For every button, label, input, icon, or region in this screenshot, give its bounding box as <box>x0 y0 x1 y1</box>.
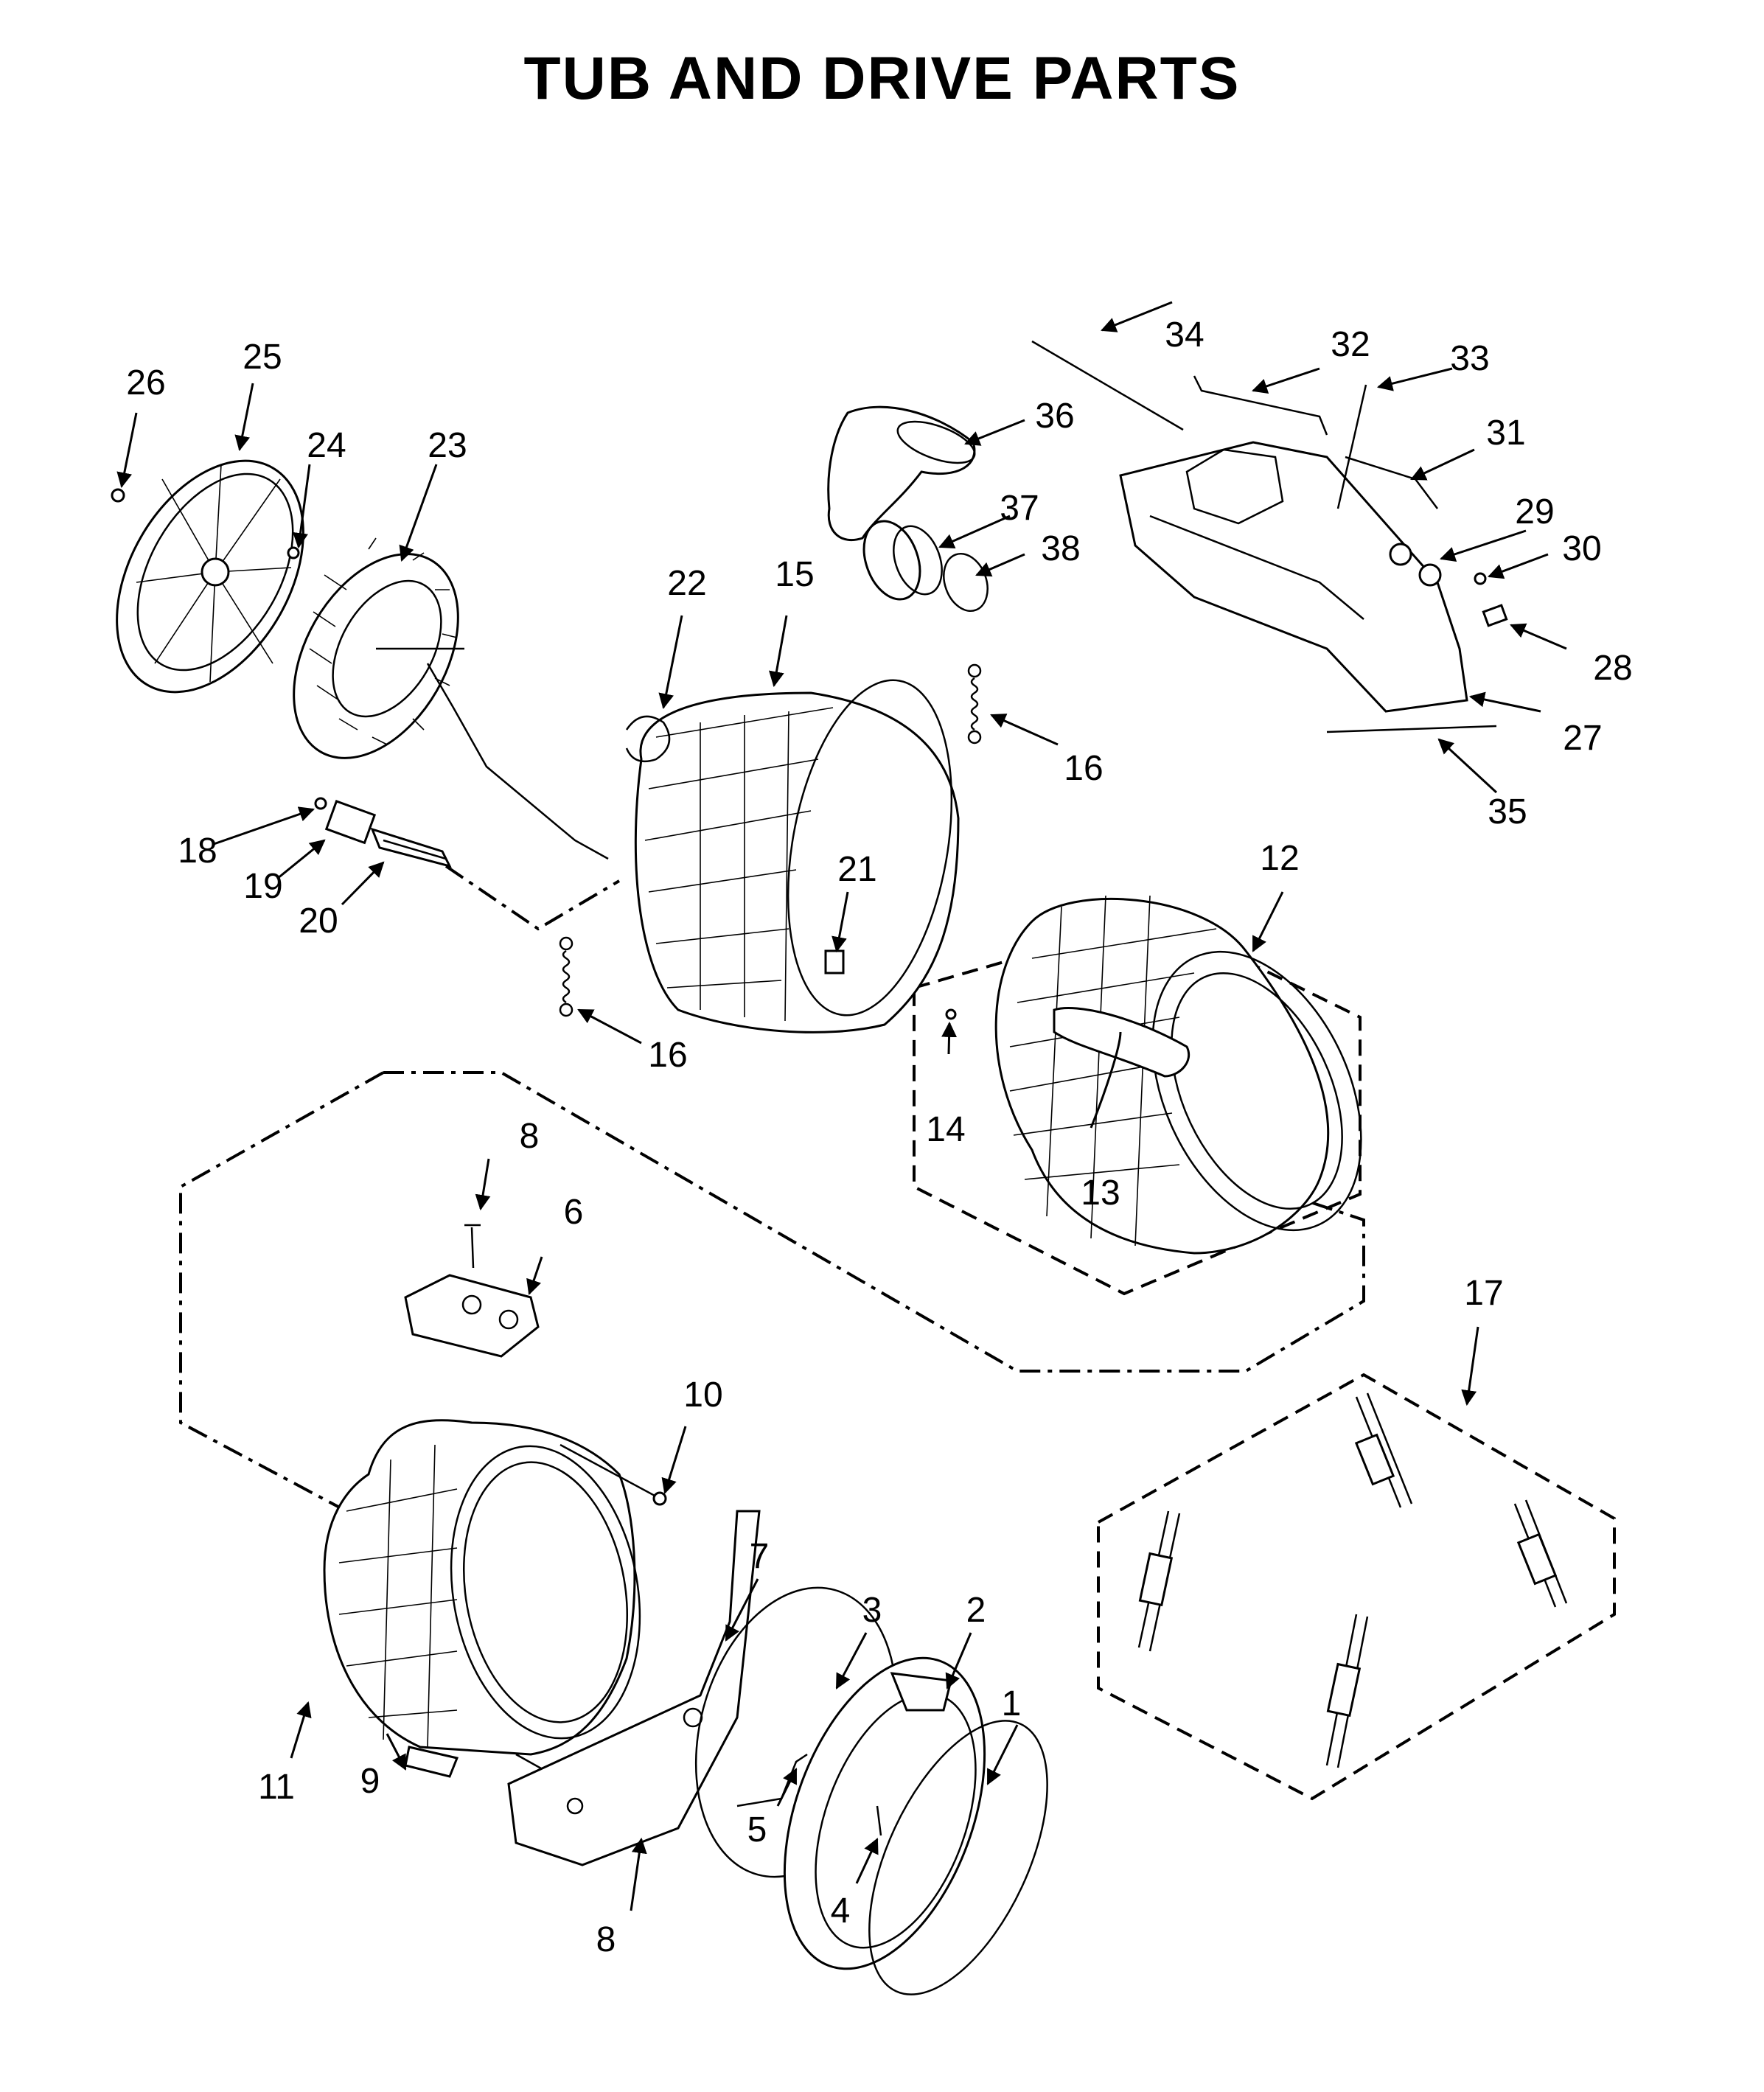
front-tub-part-11 <box>323 1419 641 1756</box>
shock-absorber-part-17-top <box>1354 1392 1413 1508</box>
shock-absorber-part-17-right <box>1513 1499 1568 1608</box>
label-part-31: 31 <box>1486 414 1525 453</box>
label-part-16-upper: 16 <box>1064 749 1103 788</box>
label-part-24: 24 <box>307 426 346 465</box>
label-part-9: 9 <box>360 1762 380 1801</box>
label-part-27: 27 <box>1563 719 1602 758</box>
label-part-17: 17 <box>1464 1274 1503 1313</box>
label-part-21: 21 <box>837 850 876 889</box>
inlet-bellows-part-37 <box>862 520 943 601</box>
label-part-22: 22 <box>667 564 706 603</box>
drum-screw-part-14 <box>945 1008 957 1020</box>
stator-part-23 <box>293 537 464 759</box>
rotor-bolt-26 <box>111 488 125 503</box>
shock-absorber-group-outline <box>1097 1373 1616 1801</box>
label-part-15: 15 <box>775 555 814 594</box>
label-part-6: 6 <box>564 1193 584 1232</box>
counterweight-part-6 <box>404 1274 540 1358</box>
heater-nut-18 <box>314 797 327 810</box>
valve-part-29b <box>1418 563 1442 587</box>
label-part-23: 23 <box>428 426 467 465</box>
heater-wire-dashed-leader <box>445 865 621 931</box>
label-part-4: 4 <box>831 1891 851 1931</box>
label-part-33: 33 <box>1450 339 1489 378</box>
inlet-hose-part-36 <box>827 405 976 542</box>
tub-assembly-group-outline <box>383 1071 1365 1373</box>
label-part-5: 5 <box>747 1810 767 1849</box>
bolt-part-10 <box>559 1443 657 1498</box>
wire-clip-part-22 <box>625 715 671 763</box>
label-part-29: 29 <box>1515 492 1554 531</box>
label-part-8-upper: 8 <box>520 1117 540 1156</box>
label-part-7: 7 <box>750 1537 770 1576</box>
screw-part-4 <box>876 1805 882 1836</box>
label-part-19: 19 <box>243 867 282 906</box>
label-part-32: 32 <box>1331 325 1370 364</box>
label-part-25: 25 <box>243 338 282 377</box>
label-part-1: 1 <box>1002 1684 1022 1723</box>
bellows-clamp-part-1 <box>868 1720 1048 1995</box>
label-part-16-lower: 16 <box>648 1036 687 1075</box>
label-part-14: 14 <box>926 1110 965 1149</box>
heater-part-20 <box>370 827 452 868</box>
label-part-11: 11 <box>258 1768 295 1807</box>
motor-wire-harness <box>426 663 609 860</box>
rod-part-34 <box>1031 340 1184 431</box>
heater-bracket-19 <box>324 800 377 845</box>
tub-spring-16-upper <box>967 663 982 745</box>
drum-part-12 <box>994 895 1362 1255</box>
label-part-18: 18 <box>178 831 217 871</box>
stator-bolt-24 <box>287 546 300 559</box>
label-part-2: 2 <box>966 1591 986 1630</box>
bolt-part-8-upper <box>464 1224 481 1269</box>
valve-part-29 <box>1389 543 1412 566</box>
leader-lines <box>116 301 1567 1911</box>
door-bellows-part-2 <box>783 1656 986 1970</box>
label-part-35: 35 <box>1488 792 1527 831</box>
label-part-34: 34 <box>1165 315 1204 355</box>
clamp-part-38 <box>943 552 989 613</box>
label-part-26: 26 <box>126 363 165 402</box>
bracket-part-32 <box>1193 375 1328 436</box>
label-part-12: 12 <box>1260 839 1299 878</box>
label-part-28: 28 <box>1593 649 1632 688</box>
label-part-3: 3 <box>862 1591 882 1630</box>
shock-absorber-part-17-bottom <box>1325 1614 1369 1768</box>
page-title: TUB AND DRIVE PARTS <box>523 45 1241 112</box>
label-part-20: 20 <box>299 902 338 941</box>
bracket-part-9 <box>404 1746 459 1778</box>
drum-baffle-part-13 <box>1053 1007 1190 1078</box>
sensor-part-21 <box>824 949 845 974</box>
screw-part-33 <box>1336 384 1367 509</box>
label-part-30: 30 <box>1562 529 1601 568</box>
rod-part-35 <box>1326 725 1497 733</box>
bolt-10-head <box>652 1491 667 1506</box>
dispenser-housing-part-27 <box>1119 441 1468 713</box>
label-part-13: 13 <box>1081 1174 1120 1213</box>
label-part-37: 37 <box>1000 489 1039 528</box>
baffle-13-pointer <box>1090 1031 1122 1129</box>
shock-absorber-part-17-left <box>1137 1510 1181 1652</box>
tub-spring-16-lower <box>559 936 574 1017</box>
label-part-10: 10 <box>683 1376 722 1415</box>
nut-part-30 <box>1474 572 1487 585</box>
label-part-36: 36 <box>1035 397 1074 436</box>
rotor-part-25 <box>116 459 304 694</box>
tub-assembly-group-outline-left <box>179 1071 384 1513</box>
connector-part-28 <box>1482 604 1508 627</box>
label-part-38: 38 <box>1041 529 1080 568</box>
rear-tub-part-15 <box>634 679 960 1033</box>
label-part-8-lower: 8 <box>596 1920 616 1959</box>
